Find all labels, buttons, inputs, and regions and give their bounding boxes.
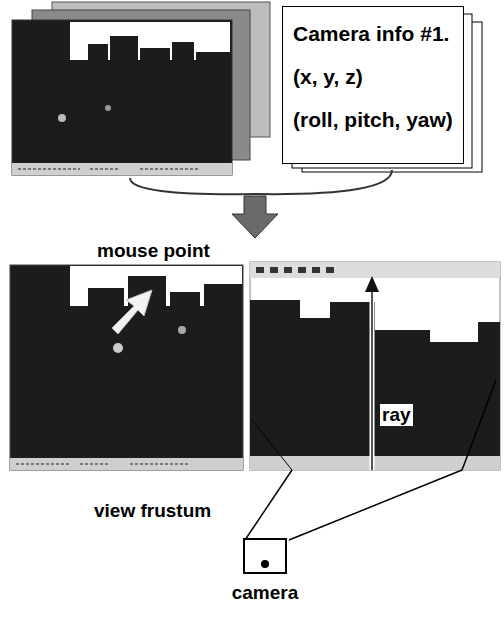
toolbar-icons [256,267,334,273]
card-line: Camera info #1. [293,21,453,64]
building [170,292,200,312]
bracket [255,170,392,194]
camera-label: camera [215,582,315,604]
building [172,42,194,64]
building [110,36,138,64]
building [88,44,108,64]
card-line: (x, y, z) [293,64,453,107]
building [50,266,70,326]
view-frame [250,262,500,470]
ray-halo [370,288,375,470]
frustum-line [245,470,292,540]
image-frame [12,20,232,175]
ray-line [371,288,373,470]
light-spot [105,105,111,111]
light-spot [178,326,186,334]
light-spot [58,114,66,122]
status-bar [12,163,232,175]
frustum-line [289,470,462,540]
figure-label: view frustum [92,500,213,522]
image-frame [10,265,243,470]
figure-label: mouse point [95,240,212,262]
building [204,284,242,314]
camera-dot [261,560,269,568]
ray-head [365,276,379,292]
card-line: (roll, pitch, yaw) [293,107,453,150]
camera-box [243,538,287,574]
building [88,288,124,318]
down-arrow [232,196,278,238]
status-text [18,168,200,170]
bracket [130,178,255,194]
camera-node: camera [215,538,315,612]
status-text [16,463,190,465]
card-text: (x, y, z) [293,64,363,89]
card-text: (roll, pitch, yaw) [293,107,453,132]
figure-label: ray [380,404,413,426]
toolbar [250,262,500,278]
building [140,48,170,64]
camera-info-card: Camera info #1. (x, y, z) (roll, pitch, ya… [282,6,464,164]
card-text: Camera info #1. [293,21,449,46]
light-spot [113,343,123,353]
frustum-line [462,380,496,470]
mouse-arrow [112,290,152,334]
frustum-line [252,420,292,470]
status-bar [10,458,243,470]
building [196,52,230,64]
buildings [250,300,500,456]
